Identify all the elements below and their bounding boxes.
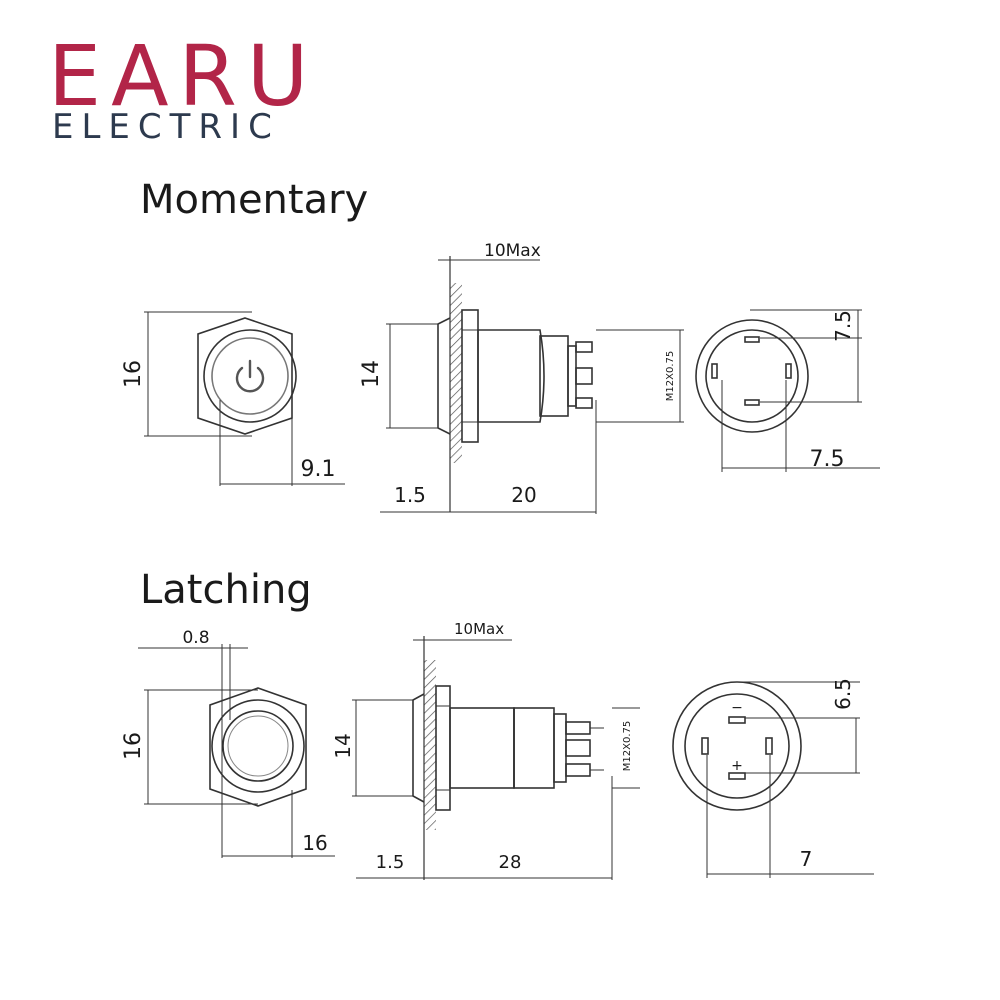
lat-side-bezel: 10Max xyxy=(454,620,504,638)
latching-title: Latching xyxy=(140,567,312,613)
lat-rear-plus: + xyxy=(731,758,743,774)
lat-rear-horizontal: 7 xyxy=(800,847,813,871)
mom-front-height: 16 xyxy=(121,360,146,388)
mom-rear-vertical: 7.5 xyxy=(831,310,855,342)
power-icon xyxy=(235,359,265,393)
inner-bezel xyxy=(222,710,294,782)
mom-side-length: 20 xyxy=(511,483,536,507)
momentary-title: Momentary xyxy=(140,177,369,223)
mom-side-flange: 1.5 xyxy=(394,483,426,507)
brand-logo: EARU xyxy=(48,27,319,125)
momentary-front-view xyxy=(144,311,345,486)
mom-side-bezel: 10Max xyxy=(484,241,541,261)
latching-rear-view xyxy=(672,681,874,878)
brand-subtitle: ELECTRIC xyxy=(52,107,280,147)
momentary-side-view xyxy=(380,256,684,514)
mom-front-half-width: 9.1 xyxy=(301,457,336,482)
lat-side-diameter: 14 xyxy=(331,733,355,758)
latching-side-view xyxy=(352,636,640,880)
panel-hatch xyxy=(424,660,436,830)
mom-rear-horizontal: 7.5 xyxy=(810,447,845,472)
lat-side-thread: M12X0.75 xyxy=(622,721,633,771)
lat-side-length: 28 xyxy=(499,852,522,873)
latching-front-view xyxy=(138,644,335,858)
mom-side-diameter: 14 xyxy=(359,360,384,388)
lat-side-flange: 1.5 xyxy=(376,852,405,873)
outer-bezel xyxy=(211,699,305,793)
lat-front-ring: 0.8 xyxy=(182,628,209,648)
lat-front-height: 16 xyxy=(121,732,146,760)
mom-side-thread: M12X0.75 xyxy=(665,351,676,401)
lat-front-width: 16 xyxy=(302,831,327,855)
panel-hatch xyxy=(450,283,462,463)
hex-nut xyxy=(197,317,293,435)
lat-rear-minus: − xyxy=(731,700,743,716)
outer-bezel xyxy=(203,329,297,423)
inner-bezel xyxy=(211,337,289,415)
momentary-rear-view xyxy=(695,309,880,472)
lat-rear-vertical: 6.5 xyxy=(831,678,855,710)
hex-nut xyxy=(209,687,307,807)
